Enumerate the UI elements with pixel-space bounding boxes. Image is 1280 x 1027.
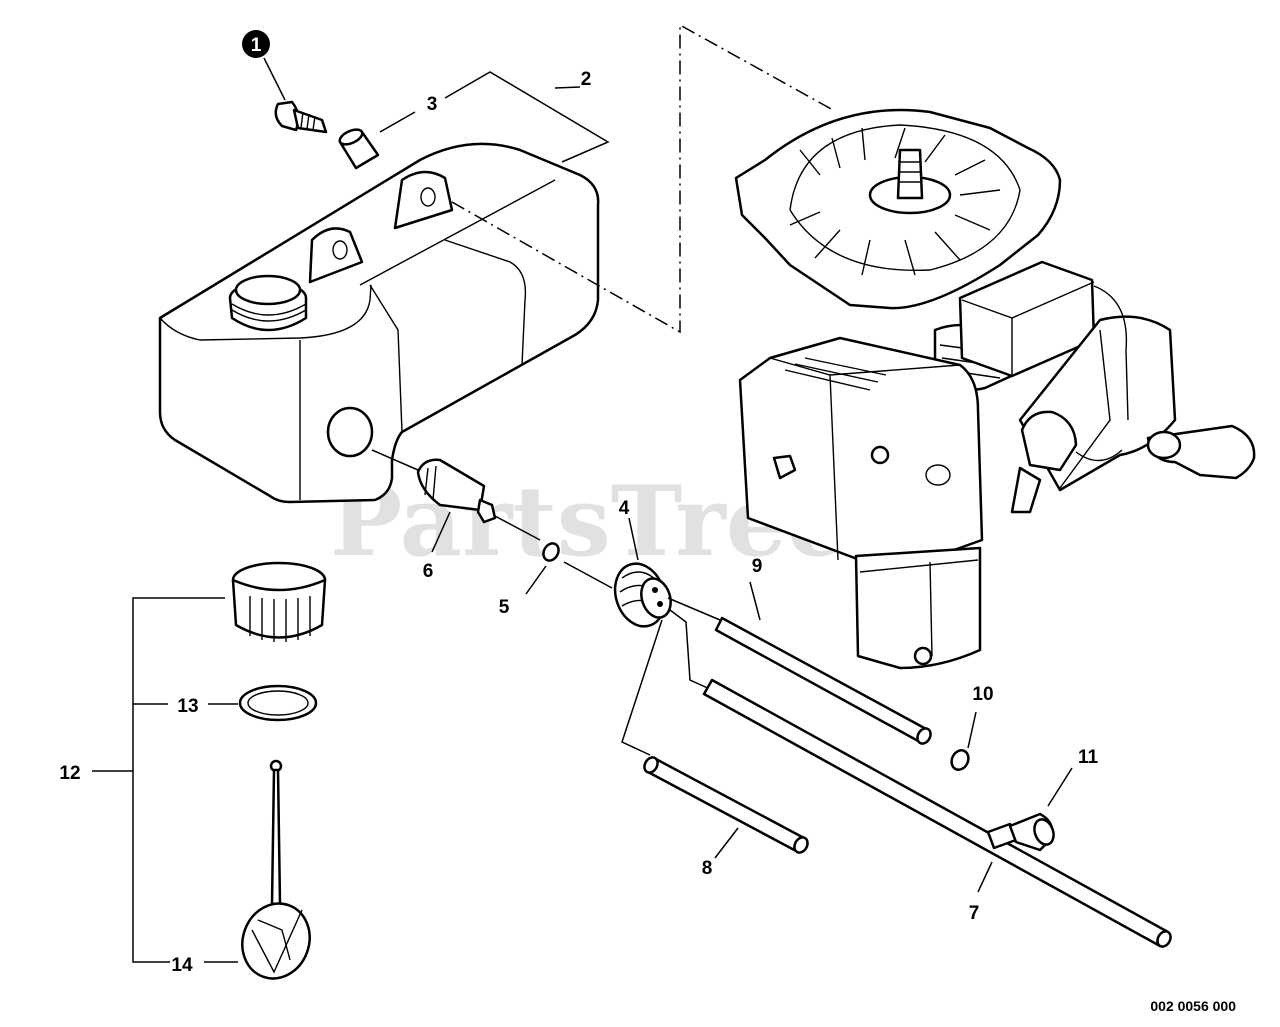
fuel-cap[interactable] xyxy=(231,561,327,642)
callout-4: 4 xyxy=(619,498,630,519)
engine-assembly[interactable] xyxy=(734,108,1256,670)
callout-2: 2 xyxy=(581,69,592,90)
fuel-tank-grommet[interactable] xyxy=(607,557,675,633)
callout-13: 13 xyxy=(177,696,198,717)
callout-1-text: 1 xyxy=(251,35,262,56)
fuel-filter[interactable] xyxy=(416,458,497,524)
cap-gasket[interactable] xyxy=(238,684,318,722)
callout-10: 10 xyxy=(972,684,993,705)
callout-6: 6 xyxy=(423,561,434,582)
collar[interactable] xyxy=(338,127,380,170)
callout-3: 3 xyxy=(427,94,438,115)
o-ring[interactable] xyxy=(540,541,561,564)
clip[interactable] xyxy=(949,748,972,773)
callout-9: 9 xyxy=(752,556,763,577)
diagram-code: 002 0056 000 xyxy=(1150,998,1236,1014)
callout-7: 7 xyxy=(969,903,980,924)
bolt[interactable]: 1 xyxy=(242,30,328,134)
fuel-strainer[interactable] xyxy=(232,759,320,988)
fuel-tube-short[interactable] xyxy=(714,616,933,746)
callout-5: 5 xyxy=(499,597,510,618)
callout-14: 14 xyxy=(171,955,193,976)
fuel-fitting[interactable] xyxy=(986,812,1057,852)
fuel-tank[interactable] xyxy=(158,142,600,504)
vent-tube[interactable] xyxy=(642,755,810,855)
callout-12: 12 xyxy=(59,763,80,784)
callout-8: 8 xyxy=(702,858,713,879)
fuel-tube-long[interactable] xyxy=(702,678,1173,949)
callout-11: 11 xyxy=(1078,747,1099,768)
